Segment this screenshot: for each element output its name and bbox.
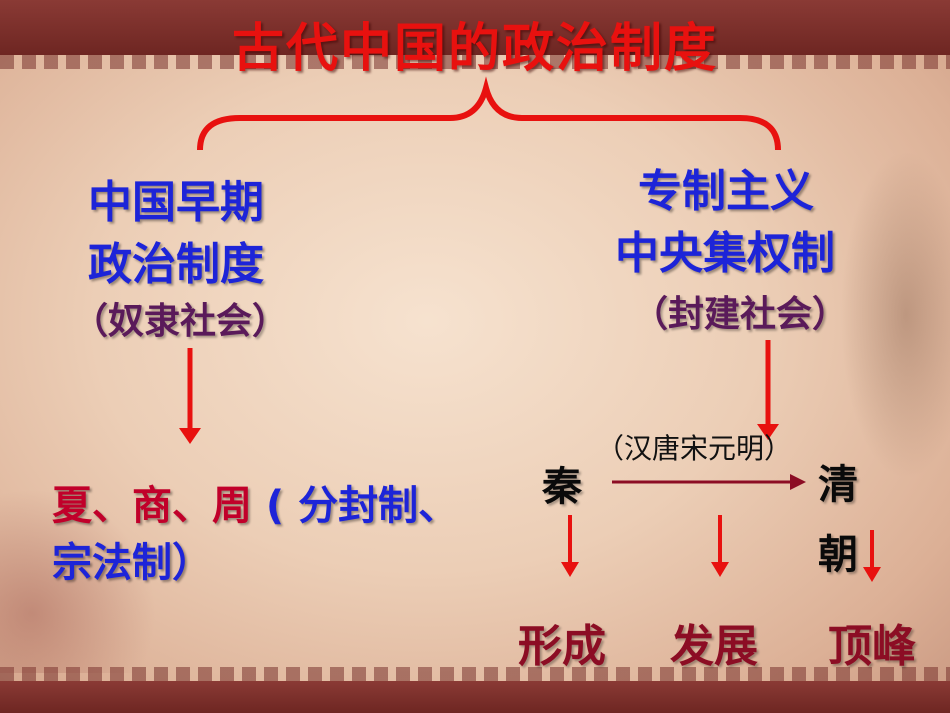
left-heading-line2: 政治制度 bbox=[88, 239, 264, 290]
stage-development: 发展 bbox=[670, 621, 758, 672]
arrow-development-head bbox=[711, 562, 729, 577]
bronze-vessel-decoration bbox=[840, 150, 950, 480]
left-society-label: （奴隶社会） bbox=[72, 301, 289, 342]
corner-ornament bbox=[0, 473, 160, 673]
stage-peak: 顶峰 bbox=[828, 621, 916, 672]
qin-label: 秦 bbox=[542, 464, 582, 510]
top-decorative-band bbox=[0, 0, 950, 55]
right-heading-line2: 中央集权制 bbox=[615, 228, 835, 279]
systems-label: ( 分封制、宗法制） bbox=[52, 483, 459, 586]
left-heading-line1: 中国早期 bbox=[88, 177, 264, 228]
qing-label-line2: 朝 bbox=[818, 532, 858, 578]
left-dynasty-text: 夏、商、周 ( 分封制、宗法制） bbox=[52, 478, 482, 592]
qing-label-line1: 清 bbox=[818, 462, 858, 508]
arrow-peak-head bbox=[863, 567, 881, 582]
right-heading-line1: 专制主义 bbox=[638, 166, 814, 217]
arrow-formation-head bbox=[561, 562, 579, 577]
bottom-fret-border bbox=[0, 667, 950, 681]
right-society-label: （封建社会） bbox=[632, 294, 849, 335]
top-fret-border bbox=[0, 55, 950, 69]
dynasties-label: 夏、商、周 bbox=[52, 483, 252, 529]
bottom-decorative-band bbox=[0, 681, 950, 713]
arrow-left-head bbox=[179, 428, 201, 444]
brace-connector bbox=[197, 76, 781, 151]
arrow-right-head bbox=[757, 424, 779, 440]
stage-formation: 形成 bbox=[518, 621, 606, 672]
arrow-qin-to-qing-head bbox=[790, 474, 806, 490]
middle-dynasties-label: （汉唐宋元明） bbox=[596, 432, 793, 465]
slide-title: 古代中国的政治制度 bbox=[231, 19, 718, 79]
